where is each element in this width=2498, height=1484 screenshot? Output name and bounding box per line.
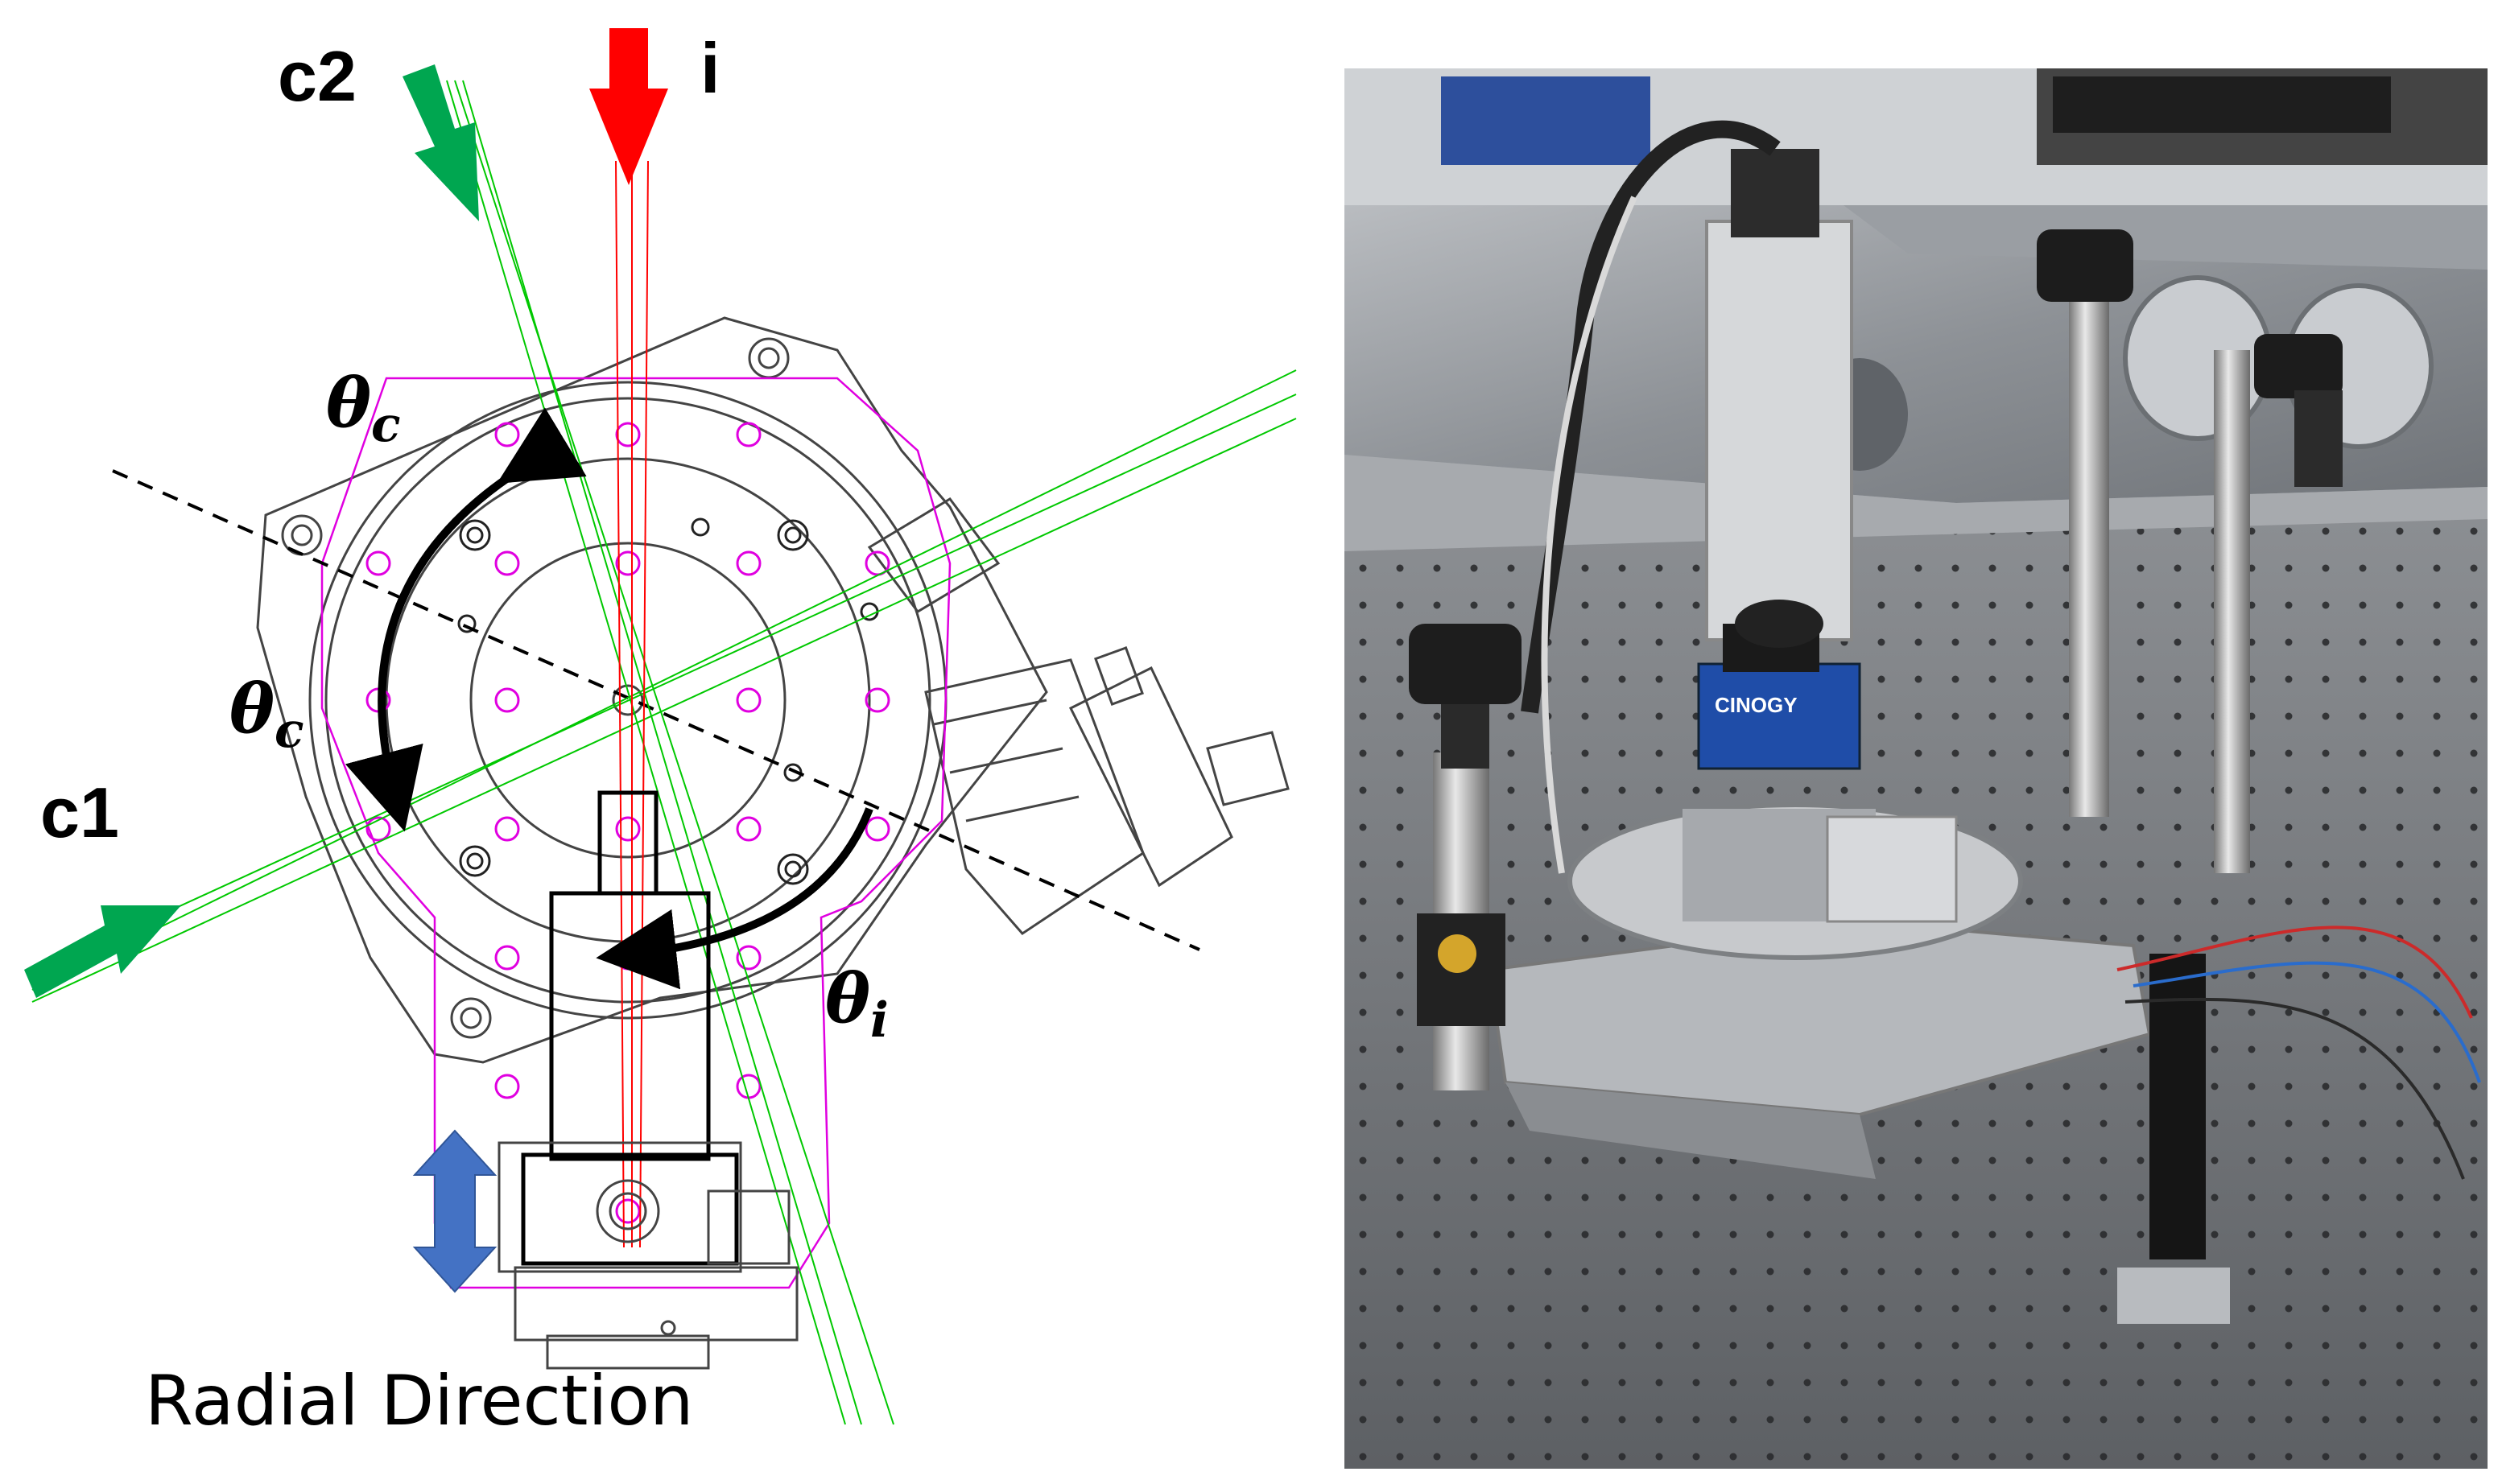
theta-c-rotation-arrow — [345, 407, 587, 832]
incident-arrow — [589, 28, 668, 185]
collection-beam-c2 — [446, 80, 894, 1425]
label-theta-i: θi — [825, 958, 889, 1049]
label-c2: c2 — [278, 36, 357, 116]
stage-axis-dashed — [112, 469, 1200, 951]
label-theta-c-left: θc — [229, 669, 304, 759]
rotation-stage-schematic: c2 i c1 θc θc θi Radial Direction — [24, 28, 1297, 1441]
c1-arrow — [24, 905, 181, 998]
camera-body — [1697, 662, 1861, 770]
incident-beam — [615, 160, 649, 1248]
label-theta-c-top: θc — [326, 363, 401, 453]
stage-motor — [867, 497, 1290, 935]
setup-photograph: CINOGY — [1344, 68, 2488, 1469]
c2-arrow — [403, 64, 479, 221]
sample-holder — [521, 790, 739, 1266]
label-radial-direction: Radial Direction — [145, 1361, 694, 1441]
collection-beam-c1 — [31, 369, 1297, 1003]
theta-i-rotation-arrow — [596, 807, 873, 990]
label-i: i — [700, 28, 720, 108]
radial-direction-arrow — [412, 1129, 498, 1293]
translation-stage — [498, 1141, 799, 1370]
camera-label: CINOGY — [1715, 693, 1798, 717]
label-c1: c1 — [40, 773, 119, 852]
